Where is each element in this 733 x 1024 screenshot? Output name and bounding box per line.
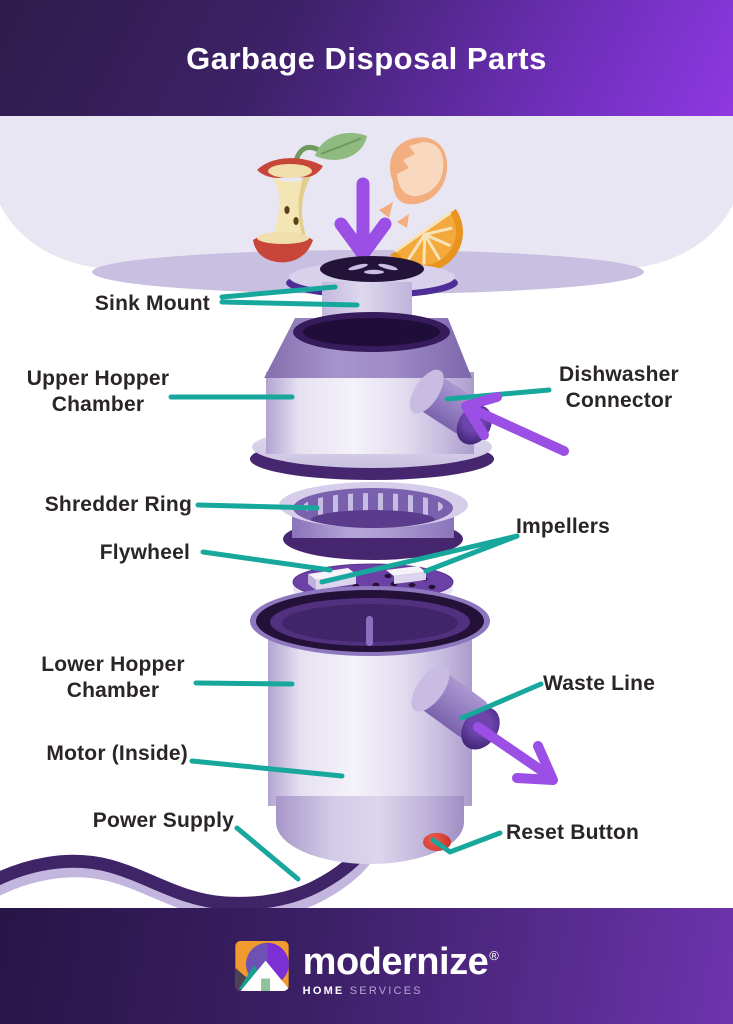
brand-tagline-home: HOME: [302, 984, 345, 997]
shredder-ring-shadow: [311, 510, 435, 528]
label-flywheel: Flywheel: [99, 541, 190, 564]
eggshell-icon: [379, 137, 448, 228]
brand-text: modernize® HOME SERVICES: [303, 936, 499, 997]
food-scraps-art: [253, 132, 463, 272]
lower-hopper-pin: [366, 616, 373, 646]
label-reset-button: Reset Button: [506, 821, 640, 844]
brand-logo-icon: [234, 941, 289, 991]
orange-slice-icon: [390, 209, 463, 272]
label-impellers: Impellers: [516, 515, 611, 538]
brand-lockup: modernize® HOME SERVICES: [234, 936, 499, 997]
page-title: Garbage Disposal Parts: [186, 41, 547, 76]
drop-arrow-icon: [334, 177, 392, 261]
label-lower-hopper: Lower Hopper Chamber: [41, 653, 185, 702]
label-waste-line: Waste Line: [543, 672, 656, 695]
registered-mark: ®: [489, 947, 499, 963]
label-shredder-ring: Shredder Ring: [44, 493, 192, 516]
label-motor: Motor (Inside): [46, 742, 188, 765]
drain-hole: [320, 256, 424, 282]
brand-wordmark: modernize: [302, 940, 489, 983]
label-sink-mount: Sink Mount: [94, 292, 210, 315]
leaf-icon: [292, 132, 367, 167]
label-dishwasher: Dishwasher Connector: [559, 363, 679, 412]
brand-wordmark-line: modernize®: [303, 936, 499, 982]
page-header: Garbage Disposal Parts: [0, 0, 733, 118]
upper-hopper-opening-inner: [303, 318, 440, 346]
brand-tagline: HOME SERVICES: [303, 985, 499, 997]
reset-button-art: [423, 833, 451, 851]
brand-tagline-services: SERVICES: [349, 984, 423, 997]
page-footer: modernize® HOME SERVICES: [0, 908, 733, 1024]
label-upper-hopper: Upper Hopper Chamber: [26, 367, 170, 416]
label-power-supply: Power Supply: [92, 809, 234, 832]
shredder-ring-interior: [293, 488, 453, 528]
apple-core-icon: [253, 158, 323, 263]
